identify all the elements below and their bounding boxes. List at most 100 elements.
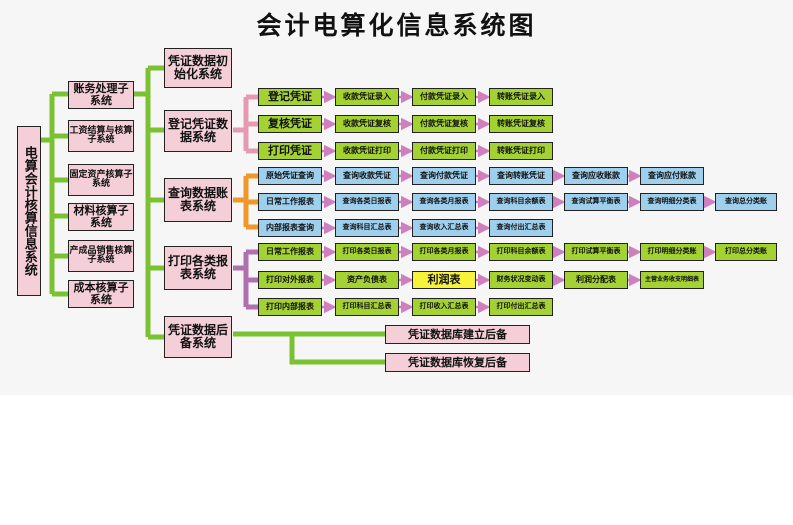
cell-label: 打印凭证 (268, 144, 312, 158)
system-init: 凭证数据初始化系统 (164, 48, 232, 88)
cell-label: 打印付出汇总表 (496, 302, 546, 311)
cell-label: 复核凭证 (268, 117, 312, 131)
query-cell: 查询科目余额表 (489, 193, 553, 211)
cell-label: 打印各类日报表 (342, 247, 392, 256)
print-connectors (233, 249, 258, 310)
cell-label: 打印对外报表 (266, 274, 314, 284)
register-connectors (233, 94, 258, 154)
backup-create: 凭证数据库建立后备 (385, 325, 530, 344)
query-cell: 查询付款凭证 (412, 167, 476, 185)
print-cell: 利润表 (412, 271, 476, 289)
register-head-1: 登记凭证 (258, 88, 322, 106)
cell-label: 付款凭证打印 (420, 145, 468, 155)
print-cell: 打印明细分类账 (640, 243, 704, 261)
cell-label: 查询付出汇总表 (496, 223, 546, 232)
system-label: 查询数据账表系统 (167, 186, 228, 213)
cell-label: 付款凭证录入 (420, 91, 468, 101)
cell-label: 查询总分类账 (725, 197, 767, 206)
print-cell: 打印收入汇总表 (412, 298, 476, 316)
query-cell: 查询科目汇总表 (335, 219, 399, 237)
subsystem-payroll: 工资结算与核算子系统 (68, 120, 134, 152)
query-cell: 内部报表查询 (258, 219, 322, 237)
cell-label: 查询收入汇总表 (419, 223, 469, 232)
blank-area (0, 395, 793, 525)
root-connectors (41, 65, 164, 340)
query-cell: 查询各类月报表 (412, 193, 476, 211)
cell-label: 内部报表查询 (266, 222, 314, 232)
system-backup: 凭证数据后备系统 (164, 316, 232, 358)
print-cell: 资产负债表 (335, 271, 399, 289)
cell-label: 原始凭证查询 (266, 170, 314, 180)
print-cell: 主营业务收支明细表 (640, 271, 704, 289)
register-cell: 付款凭证打印 (412, 142, 476, 160)
cell-label: 查询各类月报表 (419, 197, 469, 206)
system-print: 打印各类报表系统 (164, 246, 232, 290)
print-cell: 打印内部报表 (258, 298, 322, 316)
cell-label: 付款凭证复核 (420, 118, 468, 128)
cell-label: 转账凭证打印 (497, 145, 545, 155)
print-cell: 利润分配表 (564, 271, 628, 289)
system-label: 打印各类报表系统 (167, 254, 228, 281)
cell-label: 登记凭证 (268, 90, 312, 104)
row-arrows (322, 90, 717, 314)
print-cell: 财务状况变动表 (489, 271, 553, 289)
subsystem-fixed-assets: 固定资产核算子系统 (68, 164, 134, 196)
register-cell: 付款凭证录入 (412, 88, 476, 106)
register-cell: 收款凭证复核 (335, 115, 399, 133)
subsystem-label: 账务处理子系统 (73, 82, 129, 107)
system-query: 查询数据账表系统 (164, 178, 232, 222)
cell-label: 利润分配表 (576, 274, 616, 284)
cell-label: 资产负债表 (347, 274, 387, 284)
query-connectors (233, 173, 258, 230)
cell-label: 利润表 (427, 273, 461, 287)
subsystem-cost: 成本核算子系统 (68, 280, 134, 308)
backup-label: 凭证数据库恢复后备 (408, 355, 507, 369)
print-cell: 打印付出汇总表 (489, 298, 553, 316)
subsystem-label: 材料核算子系统 (73, 204, 129, 229)
cell-label: 打印科目余额表 (496, 247, 546, 256)
query-cell: 查询应收账款 (564, 167, 628, 185)
cell-label: 财务状况变动表 (496, 275, 546, 284)
cell-label: 打印总分类账 (725, 247, 767, 256)
subsystem-label: 工资结算与核算子系统 (69, 125, 133, 145)
subsystem-ledger: 账务处理子系统 (68, 81, 134, 109)
query-cell: 查询转账凭证 (489, 167, 553, 185)
cell-label: 打印收入汇总表 (419, 302, 469, 311)
register-cell: 收款凭证录入 (335, 88, 399, 106)
subsystem-products: 产成品销售核算子系统 (68, 240, 134, 272)
print-cell: 打印科目汇总表 (335, 298, 399, 316)
cell-label: 查询应付账款 (648, 170, 696, 180)
subsystem-label: 固定资产核算子系统 (69, 169, 133, 189)
register-cell: 收款凭证打印 (335, 142, 399, 160)
cell-label: 收款凭证录入 (343, 91, 391, 101)
register-head-2: 复核凭证 (258, 115, 322, 133)
cell-label: 主营业务收支明细表 (644, 275, 699, 283)
query-cell: 查询付出汇总表 (489, 219, 553, 237)
backup-label: 凭证数据库建立后备 (408, 327, 507, 341)
cell-label: 查询科目汇总表 (342, 223, 392, 232)
register-head-3: 打印凭证 (258, 142, 322, 160)
print-cell: 打印试算平衡表 (564, 243, 628, 261)
system-register: 登记凭证数据系统 (164, 110, 232, 152)
query-cell: 查询收款凭证 (335, 167, 399, 185)
cell-label: 转账凭证复核 (497, 118, 545, 128)
system-label: 凭证数据初始化系统 (167, 54, 228, 81)
backup-restore: 凭证数据库恢复后备 (385, 353, 530, 372)
print-cell: 打印各类日报表 (335, 243, 399, 261)
cell-label: 打印内部报表 (266, 301, 314, 311)
register-cell: 转账凭证录入 (489, 88, 553, 106)
query-cell: 查询试算平衡表 (564, 193, 628, 211)
diagram-area: 会计电算化信息系统图 (17, 11, 777, 372)
cell-label: 打印试算平衡表 (571, 247, 621, 256)
register-cell: 转账凭证打印 (489, 142, 553, 160)
root-label: 电算会计核算信息系统 (21, 146, 37, 276)
cell-label: 收款凭证打印 (343, 145, 391, 155)
system-label: 登记凭证数据系统 (167, 117, 228, 144)
cell-label: 查询试算平衡表 (571, 197, 621, 206)
query-cell: 查询明细分类表 (640, 193, 704, 211)
cell-label: 打印各类月报表 (419, 247, 469, 256)
query-cell: 查询总分类账 (715, 193, 777, 211)
print-cell: 打印对外报表 (258, 271, 322, 289)
subsystem-label: 成本核算子系统 (73, 281, 129, 306)
cell-label: 查询应收账款 (572, 170, 620, 180)
